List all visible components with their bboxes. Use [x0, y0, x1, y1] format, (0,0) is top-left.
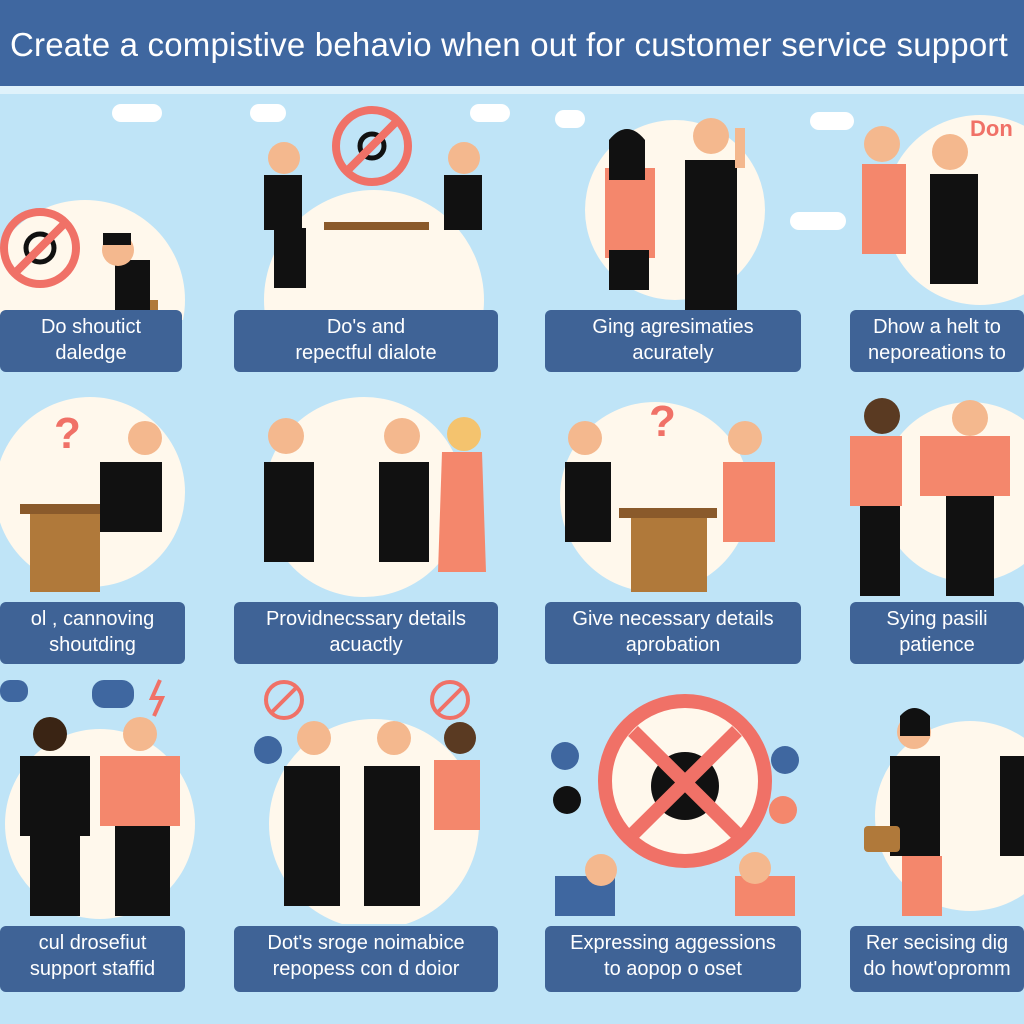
- panel-2: Do's and repectful dialote: [234, 100, 504, 380]
- cloud: [555, 110, 585, 128]
- panel-9: cul drosefiut support staffid: [0, 676, 260, 1000]
- header-stripe: [0, 86, 1024, 94]
- panel-5: ? ol , cannoving shoutding: [0, 392, 260, 668]
- panel-3: Ging agresimaties acurately: [545, 100, 805, 380]
- panel-9-caption: cul drosefiut support staffid: [0, 926, 185, 992]
- desk-consultation-illustration: ?: [560, 397, 775, 592]
- cloud: [470, 104, 510, 122]
- panel-1-caption: Do shoutict daledge: [0, 310, 182, 372]
- question-mark-icon: ?: [649, 397, 676, 446]
- cloud: [790, 212, 846, 230]
- speech-bubble-icon: [254, 736, 282, 764]
- panel-11-caption: Expressing aggessions to aopop o oset: [545, 926, 801, 992]
- panel-4: Don Dhow a helt to neporeations to: [850, 100, 1024, 380]
- speech-bubble-icon: [92, 680, 134, 708]
- pointing-manager-illustration: [585, 118, 765, 310]
- question-mark-icon: ?: [54, 409, 81, 458]
- arguing-coworkers-illustration: Don: [862, 115, 1024, 305]
- panel-12: Rer secising dig do howt'opromm: [850, 676, 1024, 1000]
- page-title: Create a compistive behavio when out for…: [10, 26, 1008, 63]
- panel-7-caption: Give necessary details aprobation: [545, 602, 801, 664]
- lightning-icon: [148, 679, 166, 717]
- speech-bubble-icon: [0, 680, 28, 702]
- respectful-meeting-illustration: [264, 106, 484, 320]
- office-desk-scene-illustration: [0, 200, 185, 320]
- panel-10-caption: Dot's sroge noimabice repopess con d doi…: [234, 926, 498, 992]
- panel-4-caption: Dhow a helt to neporeations to: [850, 310, 1024, 372]
- panel-10: Dot's sroge noimabice repopess con d doi…: [234, 676, 504, 1000]
- panel-8: Sying pasili patience: [850, 392, 1024, 668]
- prohibited-icon: [598, 694, 772, 868]
- prohibited-icon: [430, 680, 470, 720]
- confrontation-illustration: [864, 708, 1024, 916]
- question-desk-illustration: ?: [0, 397, 185, 592]
- prohibited-icon: [264, 680, 304, 720]
- handshake-dispute-illustration: [254, 680, 480, 924]
- panel-1: Do shoutict daledge: [0, 100, 260, 380]
- panel-7: ? Give necessary details aprobation: [545, 392, 805, 668]
- frustrated-staff-illustration: [850, 398, 1024, 596]
- cloud: [810, 112, 854, 130]
- information-exchange-illustration: [264, 397, 486, 597]
- panel-8-caption: Sying pasili patience: [850, 602, 1024, 664]
- panel-11: Expressing aggessions to aopop o oset: [545, 676, 805, 1000]
- cloud: [112, 104, 162, 122]
- panel-3-caption: Ging agresimaties acurately: [545, 310, 801, 372]
- header-banner: Create a compistive behavio when out for…: [0, 0, 1024, 86]
- aggression-prohibited-illustration: [551, 694, 799, 916]
- panel-5-caption: ol , cannoving shoutding: [0, 602, 185, 664]
- panel-6: Providnecssary details acuactly: [234, 392, 504, 668]
- shouting-staff-illustration: [0, 679, 195, 919]
- handbag-icon: [864, 826, 900, 852]
- cloud: [250, 104, 286, 122]
- prohibited-icon: [0, 208, 80, 288]
- prohibited-icon: [332, 106, 412, 186]
- panel-2-caption: Do's and repectful dialote: [234, 310, 498, 372]
- badge-text: Don: [970, 116, 1013, 141]
- panel-12-caption: Rer secising dig do howt'opromm: [850, 926, 1024, 992]
- panel-6-caption: Providnecssary details acuactly: [234, 602, 498, 664]
